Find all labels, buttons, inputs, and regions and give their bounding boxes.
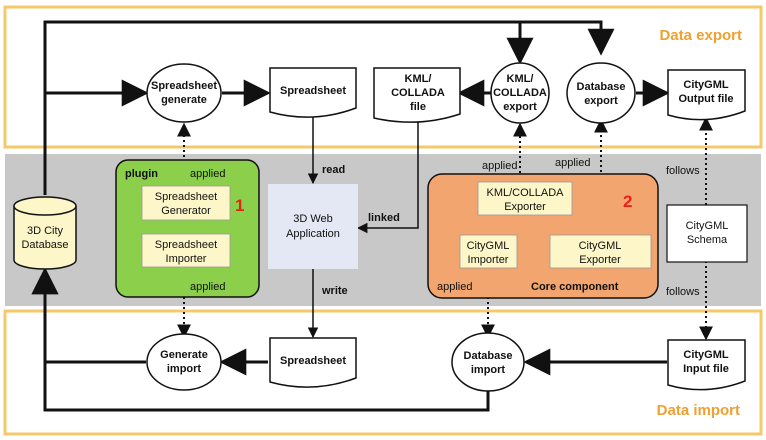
node-label: Spreadsheet	[151, 80, 217, 92]
node-label: Spreadsheet	[280, 85, 346, 97]
node-label: file	[410, 101, 426, 113]
follows-top-label: follows	[666, 165, 700, 177]
plugin-box: plugin applied Spreadsheet Generator Spr…	[115, 159, 260, 298]
write-label: write	[321, 285, 348, 297]
follows-bottom-label: follows	[666, 286, 700, 298]
generate-import-node: Generate import	[146, 333, 222, 391]
node-label: Database	[577, 81, 626, 93]
spreadsheet-top-doc: Spreadsheet	[269, 67, 357, 118]
node-label: CityGML	[683, 349, 729, 361]
node-label: CityGML	[467, 240, 510, 252]
node-label: CityGML	[683, 79, 729, 91]
node-label: import	[167, 363, 202, 375]
plugin-title: plugin	[125, 168, 158, 180]
kml-collada-export-node: KML/ COLLADA export	[490, 62, 550, 124]
database-import-node: Database import	[451, 332, 525, 392]
city-database-cylinder: 3D City Database	[13, 196, 77, 270]
linked-arrow	[356, 119, 419, 234]
top-loop-connector	[43, 20, 615, 195]
node-label: 3D Web	[293, 213, 333, 225]
node-label: Output file	[679, 93, 734, 105]
node-label: CityGML	[579, 240, 622, 252]
node-label: Application	[286, 228, 340, 240]
node-label: Schema	[687, 234, 728, 246]
applied-kml-label: applied	[482, 160, 517, 172]
applied-citygml-label: applied	[555, 157, 590, 169]
import-section-frame	[3, 309, 763, 436]
plugin-number: 1	[235, 196, 244, 215]
citygml-output-file-doc: CityGML Output file	[667, 69, 746, 121]
node-label: CityGML	[686, 220, 729, 232]
node-label: Spreadsheet	[280, 355, 346, 367]
citygml-schema-box: CityGML Schema	[666, 204, 748, 263]
node-label: Importer	[166, 253, 207, 265]
core-component-box: KML/COLLADA Exporter CityGML Importer Ci…	[427, 173, 659, 299]
node-label: Database	[464, 350, 513, 362]
node-label: Generate	[160, 349, 208, 361]
node-label: import	[471, 364, 506, 376]
node-label: Importer	[468, 254, 509, 266]
citygml-input-file-doc: CityGML Input file	[667, 339, 746, 391]
read-label: read	[322, 164, 345, 176]
node-label: Exporter	[504, 201, 546, 213]
kml-collada-file-doc: KML/ COLLADA file	[373, 67, 461, 123]
node-label: COLLADA	[391, 87, 445, 99]
core-number: 2	[623, 192, 632, 211]
node-label: KML/COLLADA	[486, 187, 564, 199]
bottom-loop-connector	[31, 267, 490, 412]
node-label: Generator	[161, 205, 211, 217]
node-label: KML/	[405, 73, 432, 85]
spreadsheet-generate-node: Spreadsheet generate	[146, 63, 222, 123]
linked-label: linked	[368, 212, 400, 224]
spreadsheet-bottom-doc: Spreadsheet	[269, 337, 357, 388]
export-section-title: Data export	[659, 27, 742, 44]
import-section-title: Data import	[657, 402, 740, 419]
node-label: COLLADA	[493, 87, 547, 99]
node-label: export	[584, 95, 618, 107]
web-application-box: 3D Web Application	[268, 184, 358, 269]
database-label-2: Database	[21, 239, 68, 251]
core-title: Core component	[531, 281, 619, 293]
node-label: Spreadsheet	[155, 191, 217, 203]
export-section-frame	[3, 5, 763, 149]
applied-core-importer-label: applied	[437, 281, 472, 293]
database-export-node: Database export	[566, 62, 636, 124]
node-label: Exporter	[579, 254, 621, 266]
node-label: export	[503, 101, 537, 113]
node-label: KML/	[507, 73, 534, 85]
node-label: Input file	[683, 363, 729, 375]
node-label: Spreadsheet	[155, 239, 217, 251]
applied-plugin-bottom-label: applied	[190, 281, 225, 293]
node-label: generate	[161, 94, 207, 106]
database-label-1: 3D City	[27, 225, 64, 237]
applied-plugin-top-label: applied	[190, 168, 225, 180]
